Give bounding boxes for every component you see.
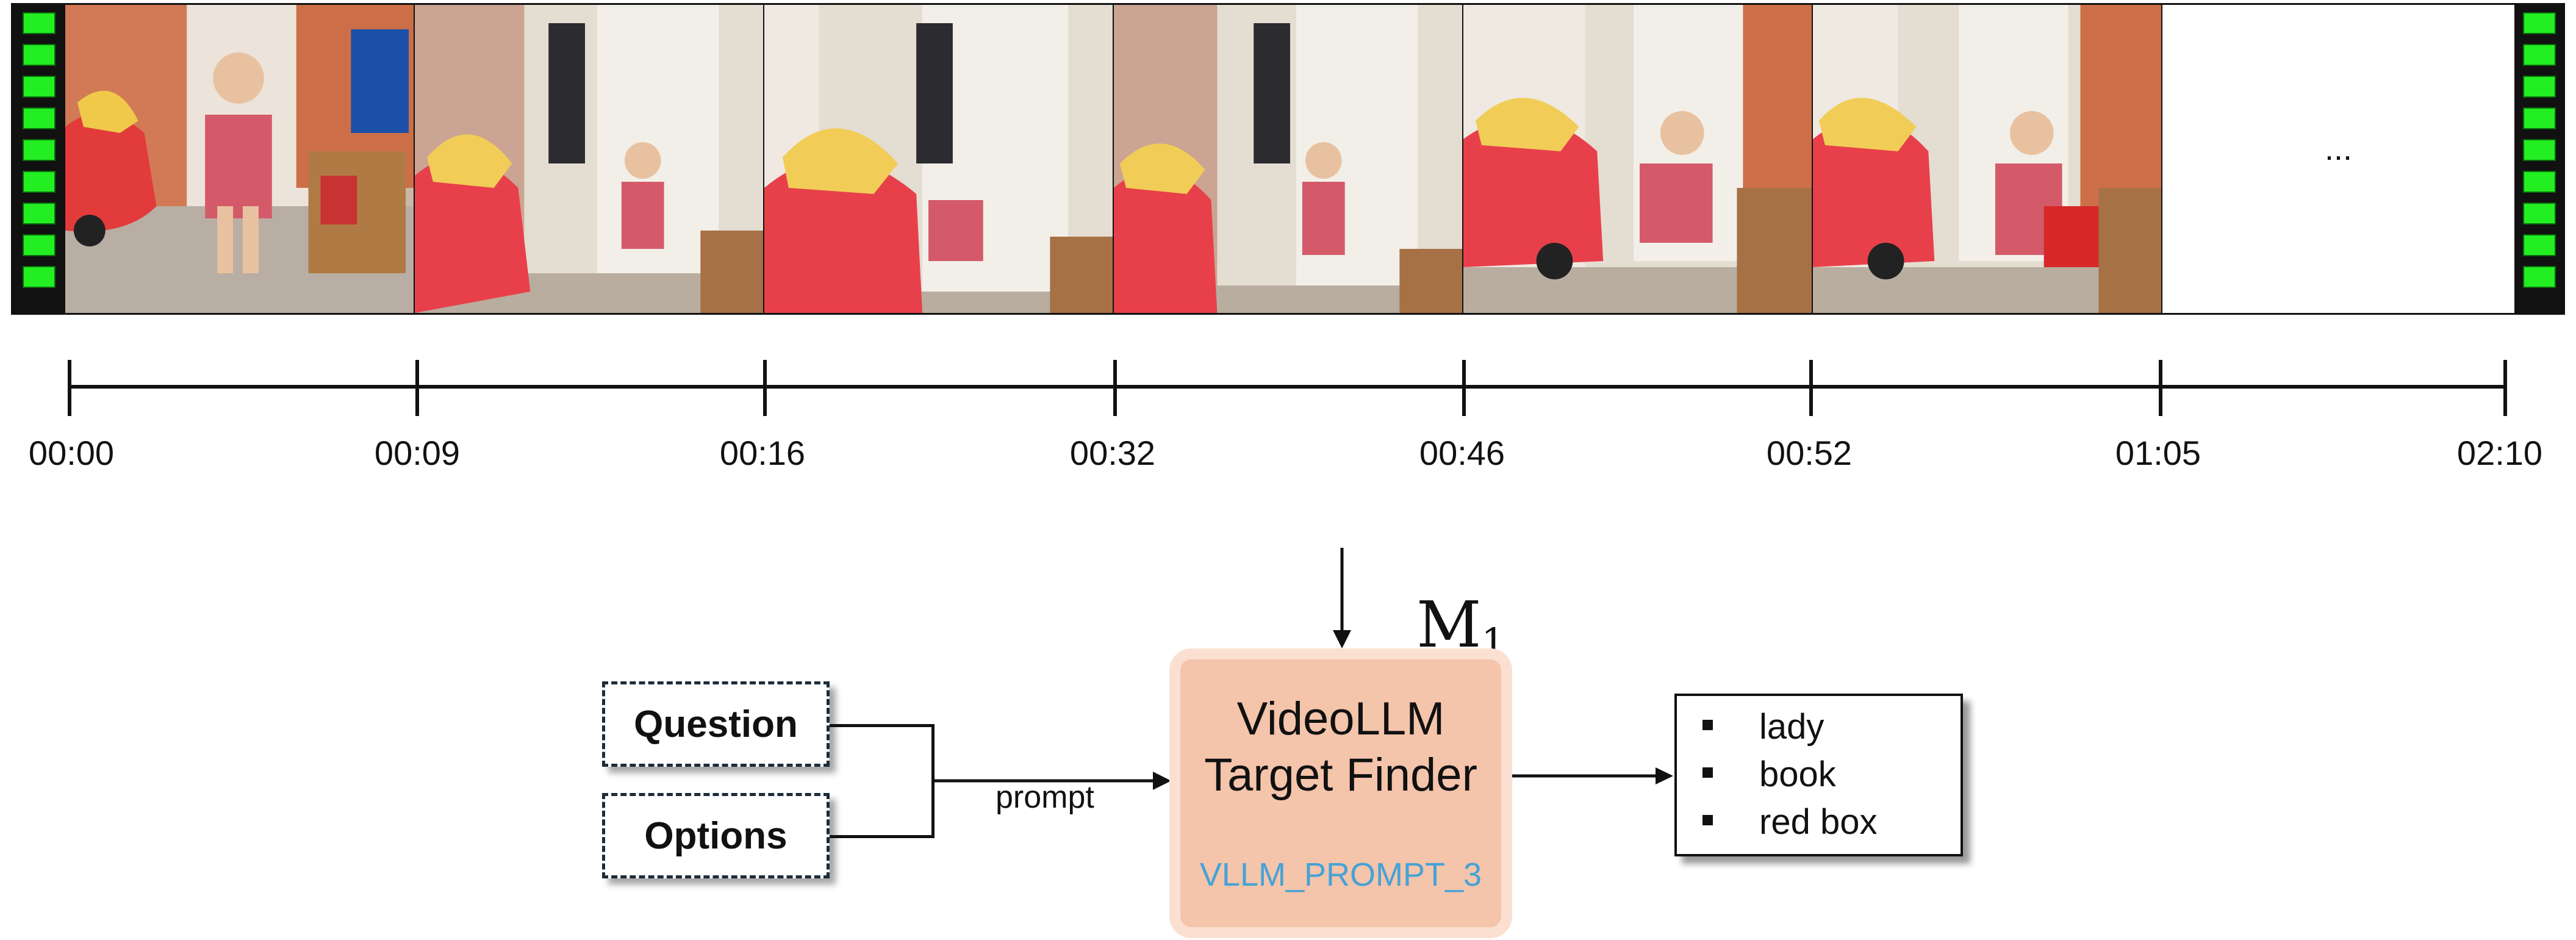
left-sprocket-strip — [13, 5, 65, 313]
connector-line — [830, 724, 935, 727]
target-list-box: lady book red box — [1674, 694, 1963, 856]
finder-title: VideoLLM Target Finder — [1180, 691, 1501, 803]
timeline-tick — [68, 360, 71, 416]
question-input-box: Question — [602, 681, 830, 767]
bullet-icon — [1702, 720, 1713, 730]
sprocket-hole — [23, 139, 56, 161]
sprocket-hole — [23, 234, 56, 256]
timeline-tick — [1462, 360, 1466, 416]
timeline-label: 00:09 — [374, 434, 461, 472]
videollm-target-finder-box: VideoLLM Target Finder VLLM_PROMPT_3 — [1169, 648, 1512, 938]
sprocket-hole — [2523, 234, 2556, 256]
timeline-tick — [2503, 360, 2507, 416]
timeline-label: 00:16 — [719, 434, 806, 472]
prompt-arrow — [933, 772, 1171, 790]
finder-title-line1: VideoLLM — [1236, 693, 1445, 745]
video-frame — [65, 5, 415, 313]
timeline-label: 00:32 — [1069, 434, 1156, 472]
sprocket-hole — [23, 266, 56, 288]
timeline-tick — [415, 360, 419, 416]
target-item: red box — [1759, 802, 1878, 842]
video-frame — [764, 5, 1114, 313]
sprocket-hole — [2523, 203, 2556, 224]
video-input-arrow — [1333, 548, 1351, 648]
timeline-label: 02:10 — [2456, 434, 2543, 472]
sprocket-hole — [23, 107, 56, 129]
target-item: book — [1759, 755, 1836, 794]
sprocket-hole — [2523, 12, 2556, 34]
ellipsis-text: ... — [2324, 131, 2352, 167]
timeline-label: 00:00 — [28, 434, 115, 472]
sprocket-hole — [2523, 139, 2556, 161]
sprocket-hole — [23, 171, 56, 193]
video-frame — [1813, 5, 2162, 313]
finder-prompt-id: VLLM_PROMPT_3 — [1199, 856, 1482, 893]
target-item: lady — [1759, 707, 1824, 747]
sprocket-hole — [2523, 76, 2556, 98]
sprocket-hole — [23, 203, 56, 224]
connector-line — [931, 724, 935, 838]
options-input-box: Options — [602, 793, 830, 878]
connector-line — [830, 835, 935, 838]
sprocket-hole — [23, 44, 56, 66]
video-frame — [1114, 5, 1463, 313]
output-arrow — [1512, 767, 1673, 784]
sprocket-hole — [23, 76, 56, 98]
sprocket-hole — [23, 12, 56, 34]
timeline-tick — [2159, 360, 2162, 416]
right-sprocket-strip — [2514, 5, 2563, 313]
timeline-axis — [70, 385, 2505, 389]
video-filmstrip: ... — [11, 3, 2565, 315]
sprocket-hole — [2523, 107, 2556, 129]
timeline-tick — [763, 360, 767, 416]
timeline-label: 01:05 — [2115, 434, 2201, 472]
sprocket-hole — [2523, 171, 2556, 193]
video-frame-placeholder: ... — [2162, 5, 2514, 313]
timeline-tick — [1113, 360, 1117, 416]
bullet-icon — [1702, 767, 1713, 778]
video-frame — [415, 5, 764, 313]
sprocket-hole — [2523, 266, 2556, 288]
timeline-label: 00:46 — [1419, 434, 1505, 472]
finder-title-line2: Target Finder — [1204, 749, 1477, 801]
timeline-tick — [1809, 360, 1813, 416]
prompt-label: prompt — [996, 780, 1094, 815]
sprocket-hole — [2523, 44, 2556, 66]
video-frame — [1463, 5, 1813, 313]
bullet-icon — [1702, 815, 1713, 825]
timeline-label: 00:52 — [1766, 434, 1853, 472]
